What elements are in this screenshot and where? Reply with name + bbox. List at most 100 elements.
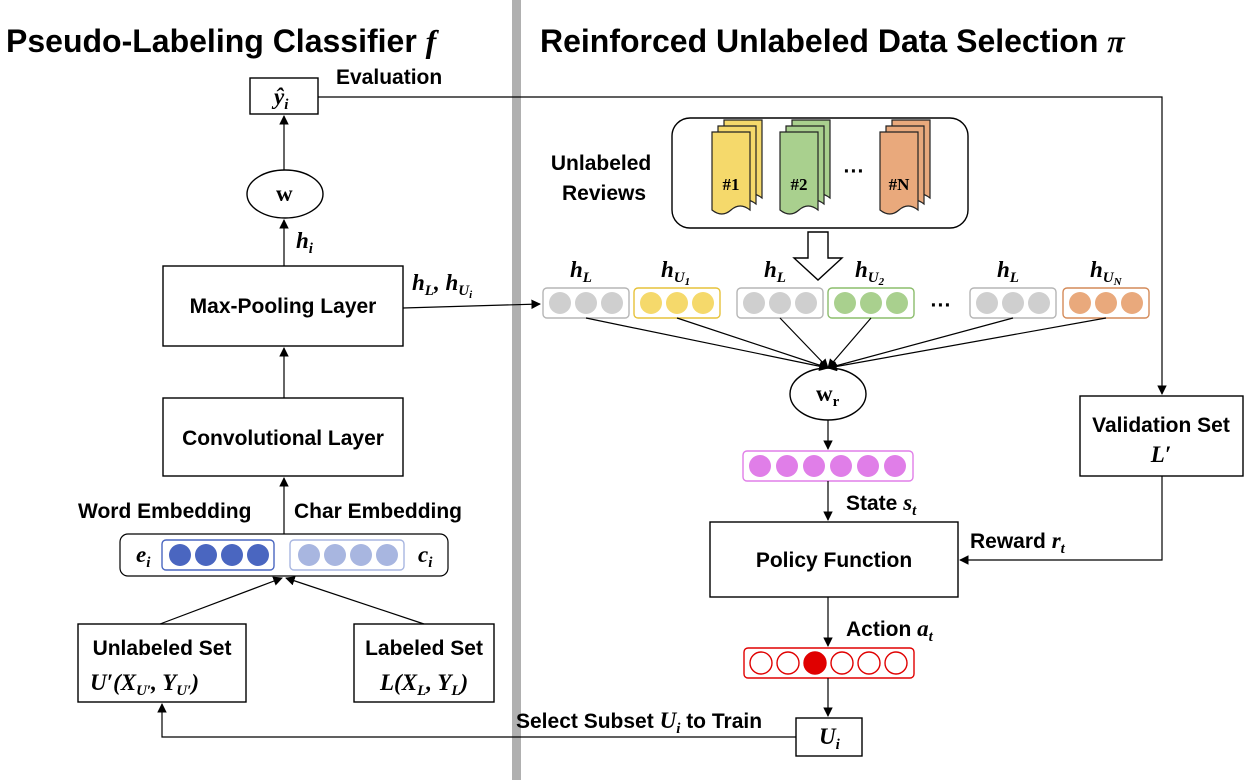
vector-dot	[549, 292, 571, 314]
document-label: #2	[791, 175, 808, 194]
h-l-label: hL	[764, 257, 786, 286]
policy-function-label: Policy Function	[756, 549, 912, 572]
right-panel-title: Reinforced Unlabeled Data Selection π	[540, 23, 1126, 59]
document-stack: #2	[779, 119, 831, 215]
action-dot	[749, 651, 773, 675]
word-embedding-vector	[161, 539, 275, 571]
labeled-set-title: Labeled Set	[365, 637, 483, 660]
c-i-label: ci	[418, 542, 433, 571]
validation-set-title: Validation Set	[1092, 414, 1230, 437]
w-node	[246, 169, 324, 219]
vector-dot	[1069, 292, 1091, 314]
hl-hu-label: hL, hUi	[412, 270, 473, 301]
action-label: Action at	[846, 616, 934, 645]
state-dot	[884, 455, 906, 477]
vector-dot	[692, 292, 714, 314]
h-u-label: hU2	[855, 257, 885, 288]
arrow-vector-to-wr	[676, 317, 829, 370]
arrow-maxpool-to-features	[402, 299, 541, 310]
word-embedding-dot	[195, 544, 217, 566]
h-u-label: hUN	[1090, 257, 1123, 288]
arrow-vector-to-wr	[827, 317, 872, 369]
vector-dot	[1095, 292, 1117, 314]
w-r-label: wr	[816, 381, 840, 410]
document-icon	[711, 131, 751, 215]
u-i-label: Ui	[819, 724, 841, 753]
u-i-box	[795, 717, 863, 757]
vector-dot	[976, 292, 998, 314]
e-i-label: ei	[136, 542, 151, 571]
word-embedding-dot	[221, 544, 243, 566]
max-pooling-box	[162, 265, 404, 347]
prediction-label: ŷi	[271, 84, 289, 113]
document-stack: #N	[879, 119, 931, 215]
h-l-label: hL	[997, 257, 1019, 286]
w-node-label: w	[276, 181, 293, 206]
char-embedding-label: Char Embedding	[294, 500, 462, 523]
vector-dot	[769, 292, 791, 314]
docs-ellipsis: ···	[844, 160, 865, 183]
vector-dot	[1121, 292, 1143, 314]
arrow-validation-to-policy	[959, 476, 1163, 565]
labeled-set-formula: L(XL, YL)	[379, 670, 468, 699]
unlabeled-set-box	[77, 623, 247, 703]
state-dot	[830, 455, 852, 477]
policy-function-box	[709, 521, 959, 598]
h-u-vector: hU2	[827, 257, 915, 319]
h-l-vector: hL	[969, 257, 1057, 319]
arrow-unlabeled-to-embedding	[159, 576, 283, 625]
unlabeled-set-formula: U′(XU′, YU′)	[90, 670, 199, 699]
vector-dot	[1002, 292, 1024, 314]
max-pooling-label: Max-Pooling Layer	[190, 295, 377, 318]
select-subset-label: Select Subset Ui to Train	[516, 708, 762, 737]
word-embedding-dot	[169, 544, 191, 566]
h-u-label: hU1	[661, 257, 690, 288]
conv-layer-box	[162, 397, 404, 477]
action-dot	[776, 651, 800, 675]
char-embedding-dot	[376, 544, 398, 566]
vector-dot	[795, 292, 817, 314]
document-icon	[879, 131, 919, 215]
char-embedding-dot	[324, 544, 346, 566]
evaluation-label: Evaluation	[336, 66, 442, 89]
action-dot	[857, 651, 881, 675]
document-icon	[779, 131, 819, 215]
document-label: #1	[723, 175, 740, 194]
vector-dot	[886, 292, 908, 314]
state-dot	[749, 455, 771, 477]
unlabeled-set-title: Unlabeled Set	[93, 637, 232, 660]
vector-dot	[1028, 292, 1050, 314]
state-dot	[803, 455, 825, 477]
vector-dot	[666, 292, 688, 314]
h-u-vector: hU1	[633, 257, 721, 319]
prediction-box	[249, 77, 319, 115]
vector-dot	[575, 292, 597, 314]
arrow-ui-to-unlabeled-set	[157, 703, 796, 738]
vector-dot	[640, 292, 662, 314]
char-embedding-dot	[298, 544, 320, 566]
arrow-vector-to-wr	[585, 317, 829, 371]
arrow-vector-to-wr	[827, 317, 1107, 372]
vector-dot	[860, 292, 882, 314]
char-embedding-dot	[350, 544, 372, 566]
char-embedding-vector	[289, 539, 405, 571]
arrow-vector-to-wr	[779, 317, 829, 369]
word-embedding-dot	[247, 544, 269, 566]
arrow-labeled-to-embedding	[285, 576, 425, 625]
h-u-vector: hUN	[1062, 257, 1150, 319]
h-l-vector: hL	[736, 257, 824, 319]
features-ellipsis: ···	[931, 294, 952, 317]
action-dot	[884, 651, 908, 675]
conv-layer-label: Convolutional Layer	[182, 427, 384, 450]
validation-set-symbol: L′	[1150, 442, 1172, 467]
h-i-label: hi	[296, 228, 314, 257]
arrow-vector-to-wr	[827, 317, 1014, 371]
left-panel-title: Pseudo-Labeling Classifier f	[6, 23, 440, 59]
h-l-vector: hL	[542, 257, 630, 319]
labeled-set-box	[353, 623, 495, 703]
state-dot	[776, 455, 798, 477]
validation-set-box	[1079, 395, 1244, 477]
document-label: #N	[889, 175, 911, 194]
action-dot-selected	[803, 651, 827, 675]
